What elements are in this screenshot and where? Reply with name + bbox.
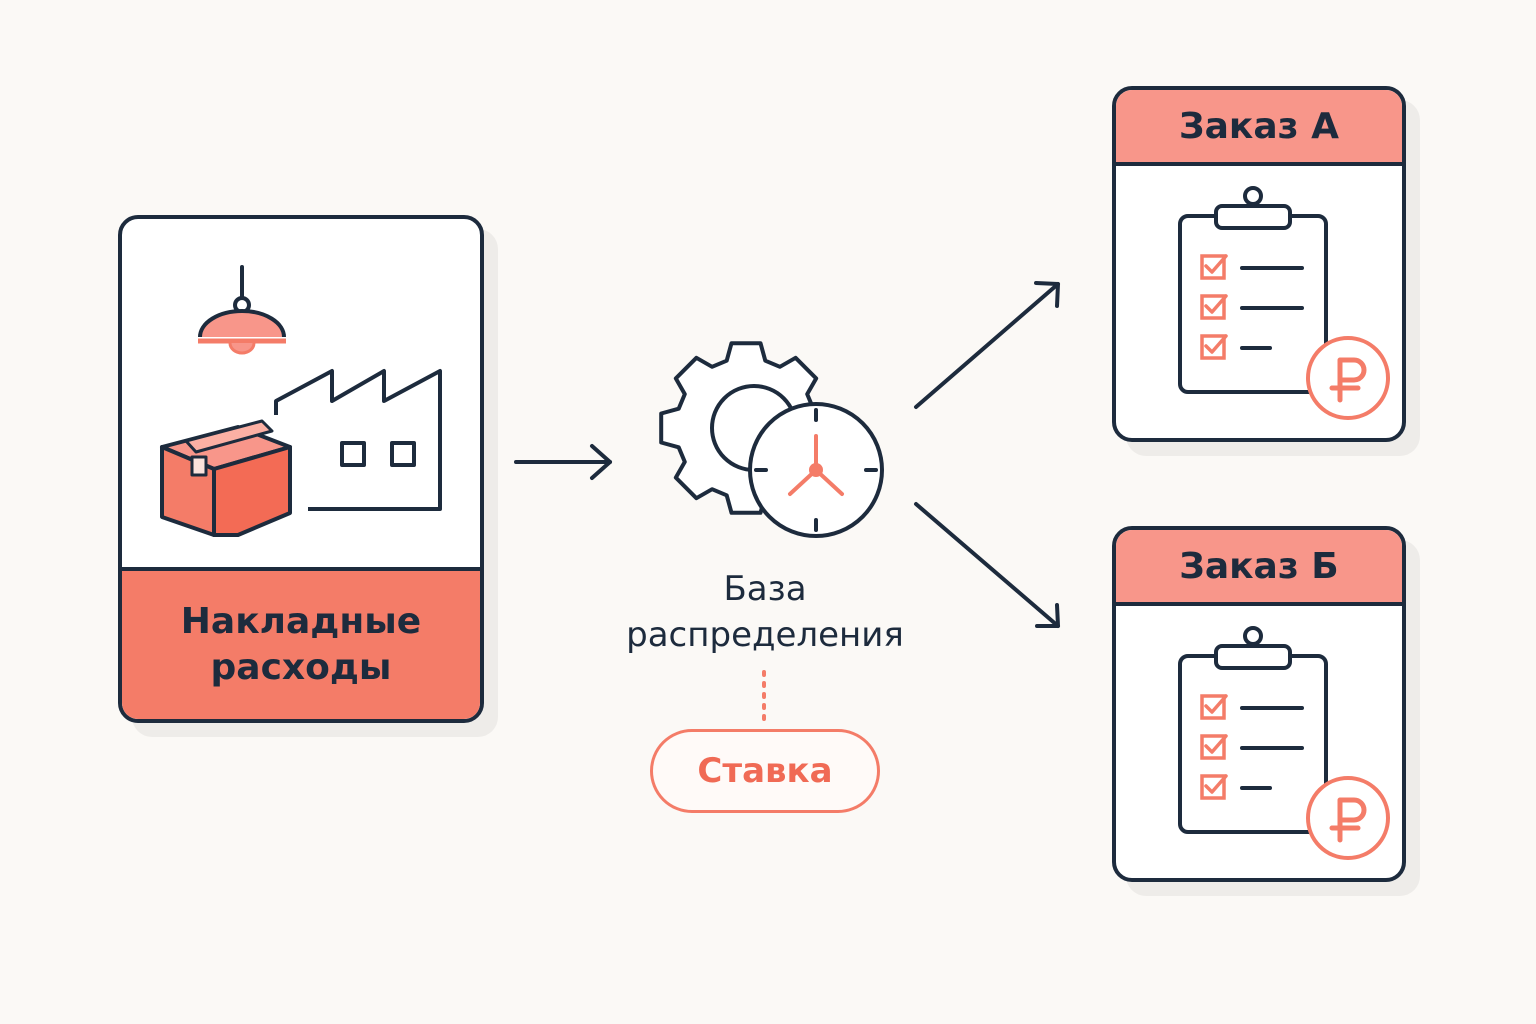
order-b-title: Заказ Б xyxy=(1179,545,1339,587)
rate-pill: Ставка xyxy=(650,729,880,813)
checklist-item xyxy=(1200,734,1304,760)
overhead-illustration xyxy=(160,265,442,537)
overhead-label-area: Накладные расходы xyxy=(122,567,480,719)
overhead-card: Накладные расходы xyxy=(118,215,484,723)
arrow-right-icon xyxy=(514,444,612,480)
clipboard-icon xyxy=(1178,626,1328,834)
order-b-header: Заказ Б xyxy=(1116,530,1402,606)
order-a-card: Заказ А xyxy=(1112,86,1406,442)
allocation-base-label: База распределения xyxy=(626,569,904,655)
factory-icon xyxy=(274,369,442,511)
clipboard-icon xyxy=(1178,186,1328,394)
box-icon xyxy=(160,419,292,537)
order-b-illustration xyxy=(1178,626,1390,860)
order-a-header: Заказ А xyxy=(1116,90,1402,166)
order-a-illustration xyxy=(1178,186,1390,420)
checklist-item xyxy=(1200,694,1304,720)
ruble-coin-icon xyxy=(1306,776,1390,860)
order-a-title: Заказ А xyxy=(1179,105,1339,147)
rate-label: Ставка xyxy=(697,751,833,791)
order-b-card: Заказ Б xyxy=(1112,526,1406,882)
ceiling-lamp-icon xyxy=(198,265,286,355)
overhead-label: Накладные расходы xyxy=(180,601,422,688)
checklist-item xyxy=(1200,294,1304,320)
arrow-to-order-a xyxy=(914,281,1060,409)
checklist-item xyxy=(1200,774,1272,800)
arrow-to-order-b xyxy=(914,502,1060,628)
clock-icon xyxy=(748,402,884,538)
ruble-coin-icon xyxy=(1306,336,1390,420)
checklist-item xyxy=(1200,254,1304,280)
checklist-item xyxy=(1200,334,1272,360)
